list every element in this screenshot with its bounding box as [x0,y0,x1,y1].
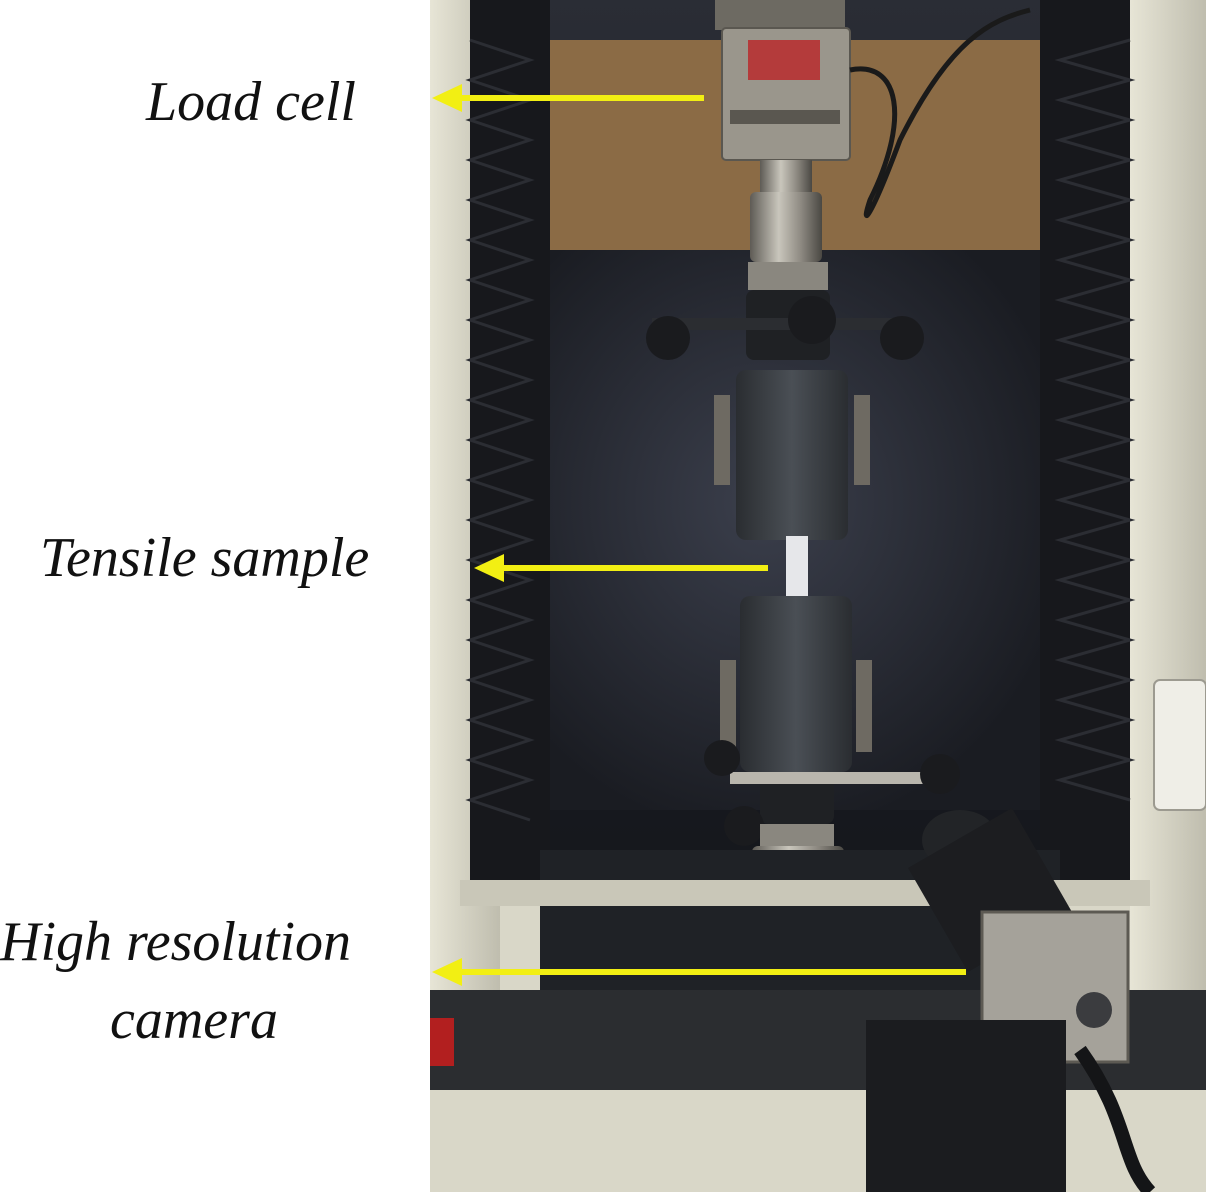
lower-handle-bar [730,772,940,784]
upper-grip-spring-right [854,395,870,485]
load-cell-label: Load cell [146,71,356,133]
upper-handle-knob-left [646,316,690,360]
emergency-button [430,1018,454,1066]
tensile-sample-arrow [474,554,768,582]
load-cell-arrow [432,84,704,112]
machine-bottom-panel [430,1090,1206,1192]
lower-knurled-ring [760,824,834,846]
tensile-sample-label: Tensile sample [40,527,370,589]
upper-adapter [750,192,822,262]
camera-label-line1: High resolution [0,911,352,973]
upper-pin-knob [788,296,836,344]
upper-handle-bar [652,318,908,330]
camera-label-line2: camera [110,989,278,1051]
lower-pin-knob [724,806,764,846]
load-cell-top-mount [715,0,845,30]
lower-grip-spring-right [856,660,872,752]
lower-handle-knob-right [920,754,960,794]
upper-knurled-ring [748,262,828,290]
load-cell-cable [849,7,1031,219]
tensile-test-machine-photo [430,0,1206,1192]
lower-grip-spring-left [720,660,736,752]
high-resolution-camera [866,808,1156,1192]
upper-grip-spring-left [714,395,730,485]
lower-pin-housing [760,772,834,824]
right-bellows [1040,0,1136,880]
load-cell-slot [730,110,840,124]
upper-grip [736,370,848,540]
wall-socket [1153,679,1206,811]
upper-connector-nut [760,160,812,192]
lower-handle-knob-left [704,740,740,776]
left-bellows [465,0,550,880]
camera-arrow [432,958,966,986]
lower-grip [740,596,852,772]
load-cell-sticker [748,40,820,80]
upper-handle-knob-right [880,316,924,360]
